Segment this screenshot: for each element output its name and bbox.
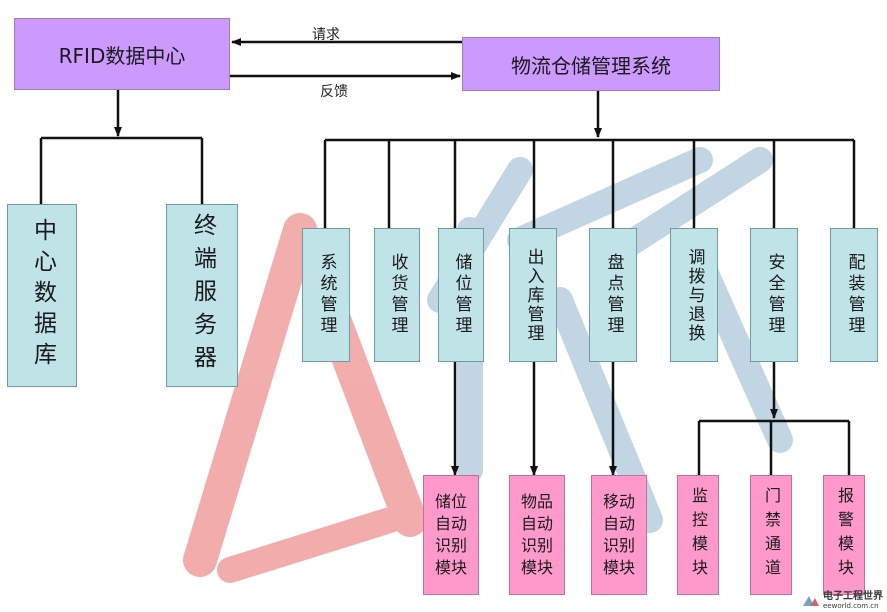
module-storage-location-management: 储位管理 [438,228,484,362]
module-security-management: 安全管理 [750,228,798,362]
submodule-storage-auto-id: 储位自动识别模块 [423,475,479,595]
module-label: 调拨与退换 [684,247,705,343]
logistics-system-box: 物流仓储管理系统 [462,37,720,91]
submodule-label: 物品自动识别模块 [520,492,553,577]
central-database-label: 中心数据库 [29,218,56,373]
submodule-label: 移动自动识别模块 [602,492,635,577]
submodule-monitoring: 监控模块 [677,475,719,595]
submodule-label: 储位自动识别模块 [434,492,467,577]
module-receiving-management: 收货管理 [374,228,420,362]
request-label: 请求 [312,27,340,43]
submodule-label: 门禁通道 [762,487,781,583]
module-system-management: 系统管理 [302,228,350,362]
module-label: 配装管理 [844,253,865,337]
submodule-item-auto-id: 物品自动识别模块 [509,475,565,595]
submodule-mobile-auto-id: 移动自动识别模块 [591,475,647,595]
module-label: 收货管理 [387,253,408,337]
submodule-access-gate: 门禁通道 [750,475,792,595]
logo-mark-icon [803,596,819,607]
module-label: 盘点管理 [603,253,624,337]
module-label: 储位管理 [451,253,472,337]
feedback-label: 反馈 [320,84,348,100]
terminal-server-box: 终端服务器 [166,204,238,387]
rfid-data-center-box: RFID数据中心 [14,18,230,90]
module-label: 出入库管理 [523,247,544,343]
submodule-label: 监控模块 [689,487,708,583]
logo-url: eeworld.com.cn [823,601,879,610]
logo-name: 电子工程世界 [823,591,883,603]
module-inbound-outbound-management: 出入库管理 [509,228,557,362]
module-transfer-return: 调拨与退换 [670,228,718,362]
eeworld-logo: 电子工程世界 eeworld.com.cn [802,592,883,610]
module-loading-management: 配装管理 [830,228,878,362]
submodule-alarm: 报警模块 [823,475,865,595]
rfid-data-center-label: RFID数据中心 [58,43,186,68]
module-label: 系统管理 [316,253,337,337]
terminal-server-label: 终端服务器 [189,213,216,378]
logistics-system-label: 物流仓储管理系统 [511,53,671,78]
module-label: 安全管理 [764,253,785,337]
submodule-label: 报警模块 [835,487,854,583]
module-inventory-management: 盘点管理 [589,228,637,362]
central-database-box: 中心数据库 [7,204,77,387]
